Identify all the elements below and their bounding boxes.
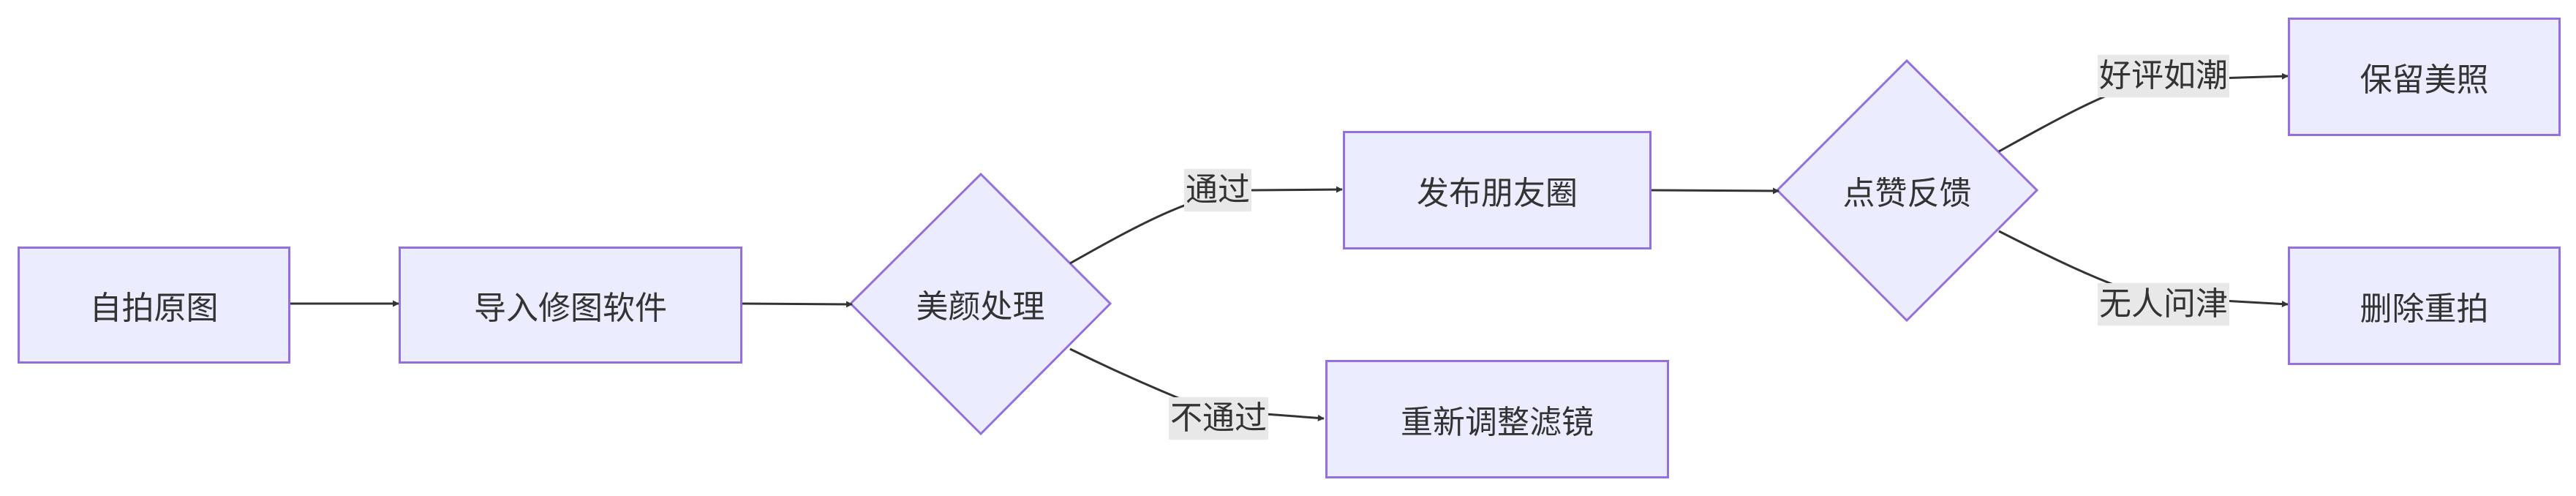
node-readjust: 重新调整滤镜: [1325, 360, 1669, 478]
node-delete: 删除重拍: [2288, 247, 2561, 365]
node-selfie: 自拍原图: [18, 247, 290, 364]
node-beauty: 美颜处理: [851, 260, 1110, 347]
edge-post-to-feedback: [1651, 187, 1780, 195]
node-beauty-label: 美颜处理: [916, 288, 1045, 326]
node-keep-label: 保留美照: [2360, 61, 2489, 99]
edge-label-pass: 通过: [1184, 169, 1251, 211]
beauty-decision-shape: [848, 172, 1112, 436]
node-feedback-label: 点赞反馈: [1842, 175, 1972, 212]
node-post-label: 发布朋友圈: [1417, 175, 1578, 212]
node-feedback: 点赞反馈: [1777, 146, 2037, 234]
node-delete-label: 删除重拍: [2360, 290, 2489, 328]
node-import: 导入修图软件: [399, 247, 742, 364]
edge-label-ignored: 无人问津: [2098, 283, 2229, 326]
node-import-label: 导入修图软件: [474, 290, 667, 327]
edge-label-fail: 不通过: [1169, 397, 1268, 440]
feedback-decision-shape: [1775, 59, 2039, 323]
node-post: 发布朋友圈: [1343, 131, 1652, 249]
node-keep: 保留美照: [2288, 18, 2561, 136]
edge-label-praise: 好评如潮: [2098, 55, 2229, 97]
node-readjust-label: 重新调整滤镜: [1401, 404, 1594, 441]
node-selfie-label: 自拍原图: [89, 290, 219, 327]
